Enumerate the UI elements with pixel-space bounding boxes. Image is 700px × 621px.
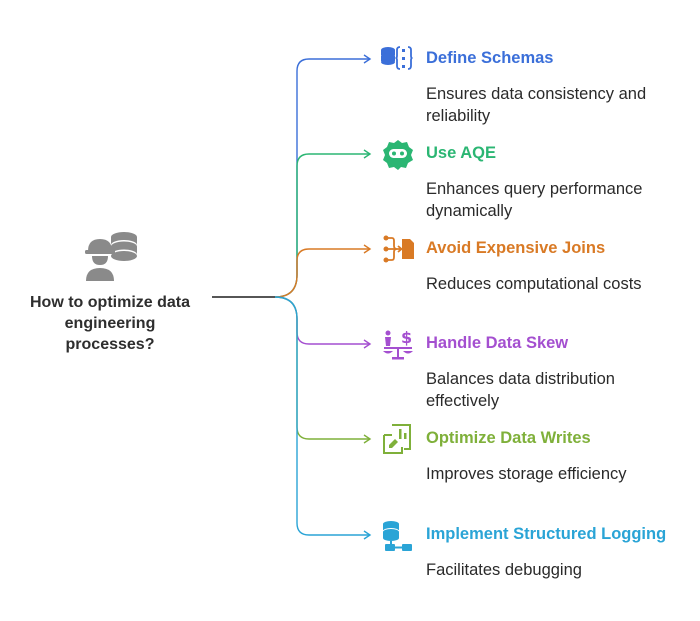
branch-description: Improves storage efficiency: [426, 465, 627, 483]
engineer-database-icon: [82, 229, 142, 284]
gear-robot-icon: [380, 136, 416, 172]
write-document-icon: [380, 421, 416, 457]
arrowhead-5: [363, 434, 372, 444]
branch-description: Facilitates debugging: [426, 561, 582, 579]
branch-title: Avoid Expensive Joins: [426, 239, 606, 257]
root-label: How to optimize data engineering process…: [30, 294, 190, 353]
connector-3: [274, 248, 370, 298]
arrowhead-1: [363, 54, 372, 64]
connector-4: [274, 296, 370, 345]
connector-2: [274, 153, 370, 298]
arrowhead-2: [363, 149, 372, 159]
join-flow-icon: [380, 231, 416, 267]
connector-6: [274, 296, 370, 536]
schema-database-icon: [380, 41, 416, 77]
log-database-icon: [380, 517, 416, 553]
arrowhead-3: [363, 244, 372, 254]
branch-title: Handle Data Skew: [426, 334, 569, 352]
branch-title: Implement Structured Logging: [426, 525, 667, 543]
branch-description: Reduces computational costs: [426, 275, 642, 293]
balance-scale-icon: $: [380, 326, 416, 362]
branch-description: Enhances query performance dynamically: [426, 180, 643, 220]
branch-title: Define Schemas: [426, 49, 554, 67]
svg-text:$: $: [401, 328, 412, 347]
branch-description: Balances data distribution effectively: [426, 370, 615, 410]
branch-title: Optimize Data Writes: [426, 429, 591, 447]
arrowhead-4: [363, 339, 372, 349]
arrowhead-6: [363, 530, 372, 540]
connector-1: [274, 58, 370, 298]
branch-description: Ensures data consistency and reliability: [426, 85, 647, 125]
branch-title: Use AQE: [426, 144, 496, 162]
connector-5: [274, 296, 370, 440]
